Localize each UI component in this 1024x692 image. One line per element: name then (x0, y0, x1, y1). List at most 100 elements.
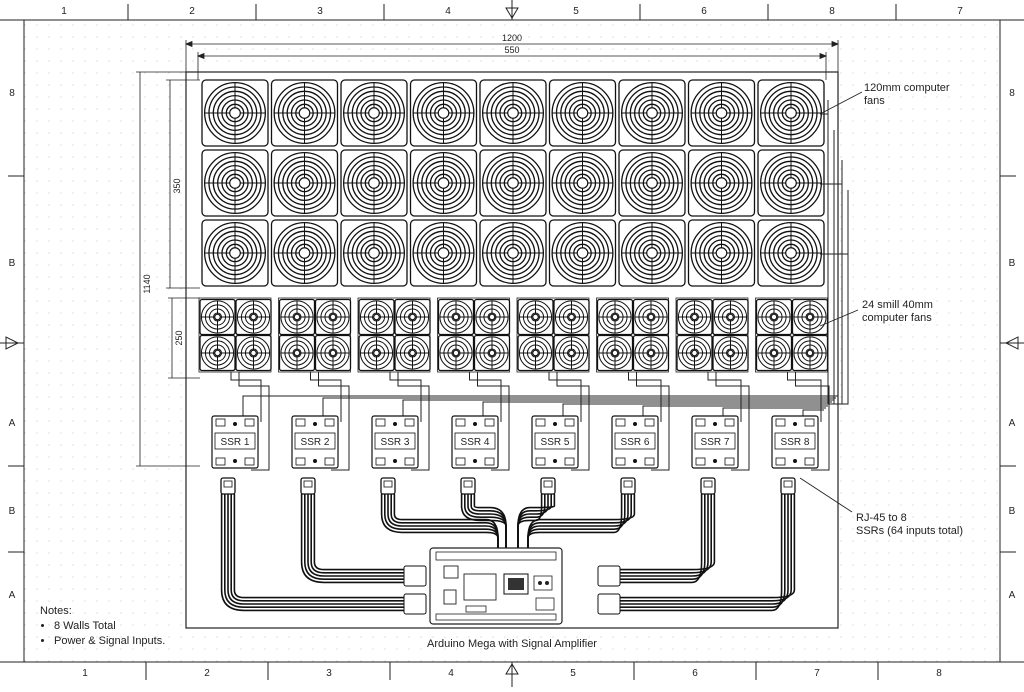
cable-wire (300, 494, 404, 584)
fan-icon (473, 334, 511, 372)
ruler-column-label: 3 (317, 6, 323, 17)
fan-icon (270, 149, 339, 217)
fan-icon (596, 334, 634, 372)
rj45-cable-bundles (220, 477, 796, 612)
ruler-row-label: B (9, 258, 16, 269)
fan-icon (712, 298, 749, 336)
fan-icon (791, 298, 829, 336)
rj45-plug (700, 477, 716, 495)
fan-icon (517, 298, 554, 336)
rj45-plug (780, 477, 796, 495)
cable-wire (473, 494, 507, 552)
top-center-mark (505, 0, 519, 20)
ssr-module: SSR 6 (611, 415, 659, 469)
wire (787, 372, 822, 422)
wire (469, 372, 502, 422)
fan-icon (618, 149, 686, 217)
wire (482, 401, 832, 422)
fan-icon (632, 334, 670, 372)
wire (556, 372, 590, 471)
ruler-column-label: 7 (957, 6, 963, 17)
ruler-column-label: 4 (448, 668, 454, 679)
fan-icon (199, 334, 236, 372)
ruler-column-label: 1 (82, 668, 88, 679)
cable-wire (227, 494, 404, 605)
ssr-label: SSR 4 (461, 437, 490, 448)
rj45-plug (460, 477, 476, 495)
ruler-column-label: 5 (570, 668, 576, 679)
cable-wire (527, 494, 636, 552)
wire (242, 395, 838, 422)
fan-icon (473, 298, 511, 336)
fan-icon (479, 79, 547, 147)
ssr-module: SSR 5 (531, 415, 579, 469)
notes-item: Power & Signal Inputs. (54, 634, 165, 649)
wire (318, 372, 350, 471)
small-fan-group (596, 297, 669, 373)
ruler-row-label: 8 (9, 88, 15, 99)
fan-icon (548, 219, 617, 287)
ruler-column-label: 1 (61, 6, 67, 17)
fan-icon (314, 334, 352, 372)
small-fan-group (278, 297, 351, 373)
fan-icon (201, 149, 269, 217)
fan-icon (201, 79, 269, 147)
wire (238, 372, 270, 471)
ssr-module: SSR 2 (291, 415, 339, 469)
fan-icon (712, 334, 749, 372)
fan-icon (548, 149, 617, 217)
wire (322, 397, 836, 422)
fan-icon (201, 219, 269, 287)
fan-icon (199, 298, 236, 336)
small-fan-group (357, 297, 431, 373)
dimension-height-small-fans: 250 (174, 330, 184, 345)
cable-wire (224, 494, 404, 608)
fan-icon (618, 79, 686, 147)
dimension-width-outer: 1200 (502, 33, 522, 43)
cable-wire (517, 494, 556, 552)
ruler-row-label: A (1009, 590, 1016, 601)
fan-icon (437, 334, 475, 372)
cable-wire (230, 494, 404, 602)
fan-icon (791, 334, 829, 372)
fan-icon (270, 79, 339, 147)
ruler-row-label: A (9, 590, 16, 601)
ruler-row-label: B (1009, 506, 1016, 517)
notes-title: Notes: (40, 605, 72, 617)
fan-icon (409, 219, 478, 287)
wire (230, 372, 262, 422)
fan-icon (757, 219, 825, 287)
ruler-column-label: 5 (573, 6, 579, 17)
ruler-column-label: 6 (692, 668, 698, 679)
rj45-plug (300, 477, 316, 495)
fan-icon (687, 149, 756, 217)
ruler-column-label: 4 (445, 6, 451, 17)
dimension-height-large-fans: 350 (172, 178, 182, 193)
ruler-column-label: 2 (204, 668, 210, 679)
cable-wire (220, 494, 404, 612)
cable-wire (620, 494, 792, 602)
controller-caption: Arduino Mega with Signal Amplifier (427, 638, 597, 650)
ruler-column-label: 3 (326, 668, 332, 679)
small-fan-group (675, 297, 749, 373)
wire (821, 190, 849, 405)
ruler-row-label: 8 (1009, 88, 1015, 99)
wire (636, 372, 670, 471)
fan-icon (235, 334, 272, 372)
rj45-plug (620, 477, 636, 495)
ssr-module: SSR 4 (451, 415, 499, 469)
dimension-height-total: 1140 (142, 274, 152, 293)
fan-icon (676, 298, 713, 336)
cable-wire (310, 494, 404, 574)
arduino-mega-board (429, 547, 563, 625)
wire (715, 372, 750, 471)
small-fan-grid (198, 297, 829, 373)
fan-icon (757, 149, 825, 217)
fan-icon (755, 334, 793, 372)
callout-leaders (799, 91, 863, 513)
cable-wire (620, 494, 712, 574)
cable-wire (393, 494, 499, 552)
